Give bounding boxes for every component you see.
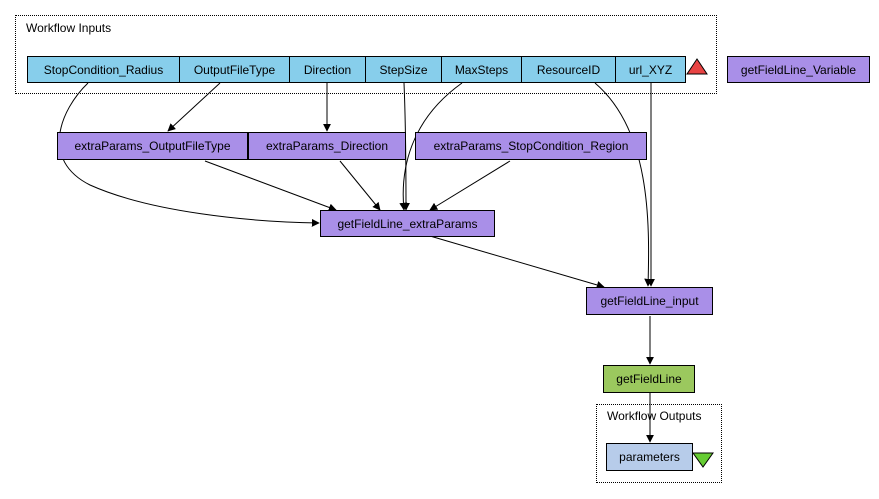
node-getfieldline-extraparams[interactable]: getFieldLine_extraParams bbox=[320, 210, 495, 237]
workflow-inputs-cluster bbox=[15, 15, 717, 94]
edge-stopcondition-radius-to-extraparams bbox=[58, 82, 320, 227]
node-getfieldline-input[interactable]: getFieldLine_input bbox=[586, 287, 713, 315]
input-port-maxsteps[interactable]: MaxSteps bbox=[441, 56, 522, 83]
input-port-stepsize[interactable]: StepSize bbox=[365, 56, 442, 83]
input-port-url-xyz[interactable]: url_XYZ bbox=[615, 56, 686, 83]
edge-extraparams-to-input bbox=[429, 235, 605, 289]
input-port-stopcondition-radius[interactable]: StopCondition_Radius bbox=[27, 56, 180, 83]
edge-maxsteps-to-extraparams bbox=[399, 82, 463, 211]
edge-resourceid-to-input bbox=[594, 82, 653, 287]
input-port-outputfiletype[interactable]: OutputFileType bbox=[179, 56, 290, 83]
edge-extraparams-direction-to-extraparams bbox=[339, 160, 381, 211]
node-extraparams-outputfiletype[interactable]: extraParams_OutputFileType bbox=[57, 132, 248, 160]
node-extraparams-stopcondition-region[interactable]: extraParams_StopCondition_Region bbox=[415, 132, 647, 160]
workflow-outputs-cluster bbox=[596, 404, 722, 483]
node-getfieldline[interactable]: getFieldLine bbox=[603, 365, 695, 393]
output-port-parameters[interactable]: parameters bbox=[606, 443, 693, 471]
output-marker-triangle-icon bbox=[692, 452, 714, 468]
edge-extraparams-stopregion-to-extraparams bbox=[429, 160, 511, 211]
node-getfieldline-variable[interactable]: getFieldLine_Variable bbox=[727, 56, 870, 83]
input-port-resourceid[interactable]: ResourceID bbox=[521, 56, 616, 83]
workflow-outputs-title: Workflow Outputs bbox=[607, 409, 702, 423]
input-marker-triangle-icon bbox=[686, 58, 708, 75]
edge-extraparams-outputfiletype-to-extraparams bbox=[204, 160, 337, 212]
input-port-direction[interactable]: Direction bbox=[289, 56, 366, 83]
workflow-inputs-title: Workflow Inputs bbox=[26, 21, 112, 35]
node-extraparams-direction[interactable]: extraParams_Direction bbox=[248, 132, 406, 160]
edge-outputfiletype-to-extraparams-outputfiletype bbox=[167, 82, 221, 132]
